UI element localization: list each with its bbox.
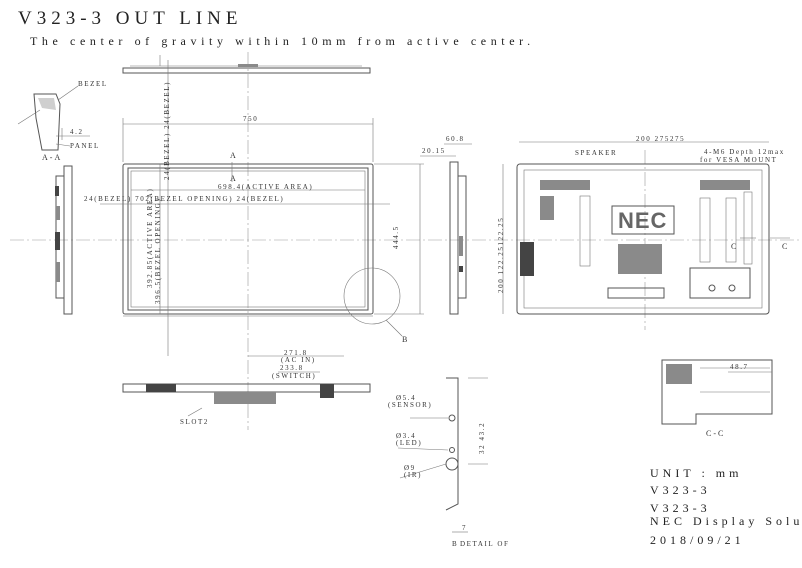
- dim-switch-value: 233.8: [280, 364, 304, 372]
- speaker-callout: SPEAKER: [575, 149, 617, 157]
- panel-callout: PANEL: [70, 142, 100, 150]
- marker-a-bottom: A: [230, 174, 238, 183]
- company-name: NEC Display Solutions: [650, 514, 802, 528]
- dim-depth-20-15: 20.15: [422, 147, 446, 155]
- dim-overall-width: 750: [243, 115, 258, 123]
- dim-cc-48-7: 48.7: [730, 363, 749, 371]
- ir-label: (IR): [404, 471, 422, 479]
- ir-value: Ø9: [404, 464, 416, 472]
- model-line-1: V323-3: [650, 483, 711, 497]
- bezel-callout: BEZEL: [78, 80, 108, 88]
- marker-a-top: A: [230, 151, 238, 160]
- drawing-title: V323-3 OUT LINE: [18, 8, 243, 29]
- section-aa-detail: [17, 85, 90, 151]
- slot-callout: SLOT2: [180, 418, 209, 426]
- marker-c-left: C: [731, 242, 738, 251]
- detail-b-view: [397, 377, 488, 533]
- unit-label: UNIT : mm: [650, 466, 743, 480]
- marker-c-right: C: [782, 242, 789, 251]
- dim-4-2: 4.2: [70, 128, 84, 136]
- dim-bezel-row: 24(BEZEL) 702(BEZEL OPENING) 24(BEZEL): [84, 195, 284, 203]
- marker-b: B: [402, 335, 409, 344]
- detail-vertical-dims: 32 43.2: [478, 422, 486, 454]
- dim-active-width: 698.4(ACTIVE AREA): [218, 183, 313, 191]
- dim-height-444: 444.5: [392, 225, 400, 249]
- led-label: (LED): [396, 439, 422, 447]
- top-view: [122, 55, 371, 74]
- dim-depth-60-8: 60.8: [446, 135, 465, 143]
- dim-bezel-opening-height: 396.5(BEZEL OPENING): [154, 198, 162, 304]
- led-value: Ø3.4: [396, 432, 416, 440]
- dim-active-height: 392.85(ACTIVE AREA): [146, 188, 154, 288]
- front-view: [100, 60, 424, 356]
- left-side-view: [55, 165, 73, 315]
- dim-ac-in-value: 271.8: [284, 349, 308, 357]
- dim-bezel-vertical: 24(BEZEL) 24(BEZEL): [163, 81, 171, 180]
- detail-b-mark: B: [452, 540, 458, 548]
- nec-logo: NEC: [618, 208, 667, 233]
- sensor-label: (SENSOR): [388, 401, 432, 409]
- dim-ac-in-label: (AC IN): [281, 356, 316, 364]
- sensor-value: Ø5.4: [396, 394, 416, 402]
- rear-view: [502, 141, 790, 315]
- section-cc-view: [661, 359, 773, 425]
- section-cc-label: C-C: [706, 429, 725, 438]
- dim-switch-label: (SWITCH): [272, 372, 316, 380]
- drawing-date: 2018/09/21: [650, 533, 745, 547]
- right-side-view: [420, 143, 472, 315]
- dim-vesa-top: 200 275275: [636, 135, 685, 143]
- detail-b-label: DETAIL OF: [460, 540, 510, 548]
- vesa-note-line1: 4-M6 Depth 12max: [704, 148, 785, 156]
- detail-dim-7: 7: [462, 524, 467, 532]
- vesa-note-line2: for VESA MOUNT: [700, 156, 778, 164]
- model-line-2: V323-3: [650, 501, 711, 515]
- gravity-note: The center of gravity within 10mm from a…: [30, 34, 535, 48]
- bottom-view: [122, 355, 371, 417]
- dim-vesa-left: 200 122.25122.25: [497, 217, 505, 293]
- section-aa-label: A-A: [42, 153, 62, 162]
